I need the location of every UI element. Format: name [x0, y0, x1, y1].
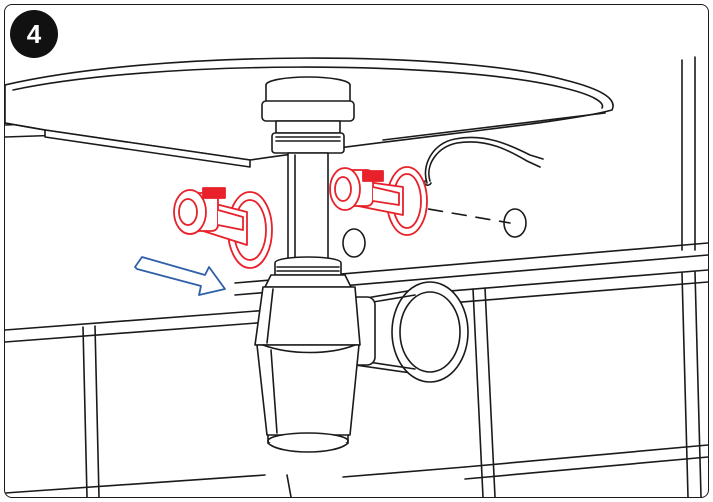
arrow-right-icon — [134, 256, 226, 296]
instruction-frame: 4 — [4, 4, 709, 498]
installation-illustration — [5, 56, 708, 497]
bottle-trap — [254, 256, 361, 453]
wall-outlet-pipe — [349, 281, 469, 383]
right-angle-valve — [329, 166, 428, 236]
angle-valves — [173, 166, 428, 269]
drain-fitting — [261, 76, 355, 154]
tail-pipe — [287, 152, 329, 264]
left-angle-valve — [173, 187, 273, 269]
alignment-guide — [404, 204, 511, 224]
wall-holes — [342, 208, 527, 258]
cable — [423, 136, 544, 186]
step-number-badge: 4 — [10, 10, 58, 58]
step-number: 4 — [26, 18, 42, 49]
